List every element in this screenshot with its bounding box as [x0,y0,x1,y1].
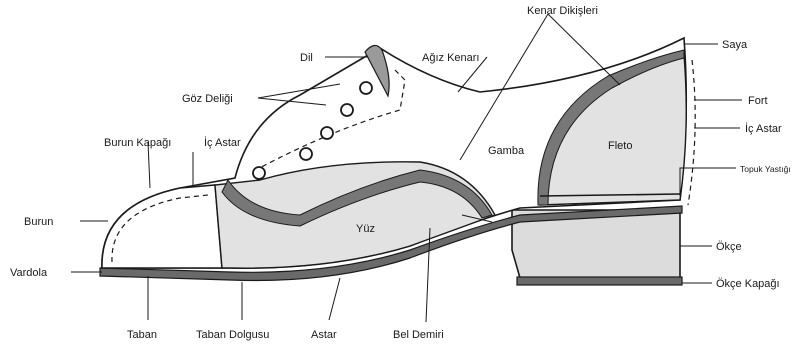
eyelet [253,167,265,179]
label-kenar-dikisleri: Kenar Dikişleri [527,5,598,17]
eyelet [300,148,312,160]
label-topuk-yastigi: Topuk Yastığı [740,164,791,174]
label-dil: Dil [300,52,313,64]
heel-cap [517,277,682,285]
label-ic-astar-right: İç Astar [745,122,782,135]
label-agiz-kenari: Ağız Kenarı [422,52,479,64]
label-okce: Ökçe [716,241,742,253]
toe-cap [102,185,222,268]
label-fleto: Fleto [608,140,632,152]
label-goz-deligi: Göz Deliği [182,93,233,105]
label-vardola: Vardola [10,267,48,279]
label-burun-kapagi: Burun Kapağı [104,137,171,149]
heel-lining-stitch [688,60,695,205]
label-gamba: Gamba [488,145,525,157]
eyelet [360,82,372,94]
eyelet [321,127,333,139]
label-burun: Burun [24,216,53,228]
label-saya: Saya [722,39,748,51]
label-bel-demiri: Bel Demiri [393,329,444,341]
label-taban: Taban [127,329,157,341]
label-okce-kapagi: Ökçe Kapağı [716,278,780,290]
label-astar: Astar [311,329,337,341]
eyelet [341,104,353,116]
label-ic-astar-left: İç Astar [204,136,241,149]
label-fort: Fort [748,95,768,107]
label-taban-dolgusu: Taban Dolgusu [196,329,269,341]
label-yuz: Yüz [356,223,375,235]
